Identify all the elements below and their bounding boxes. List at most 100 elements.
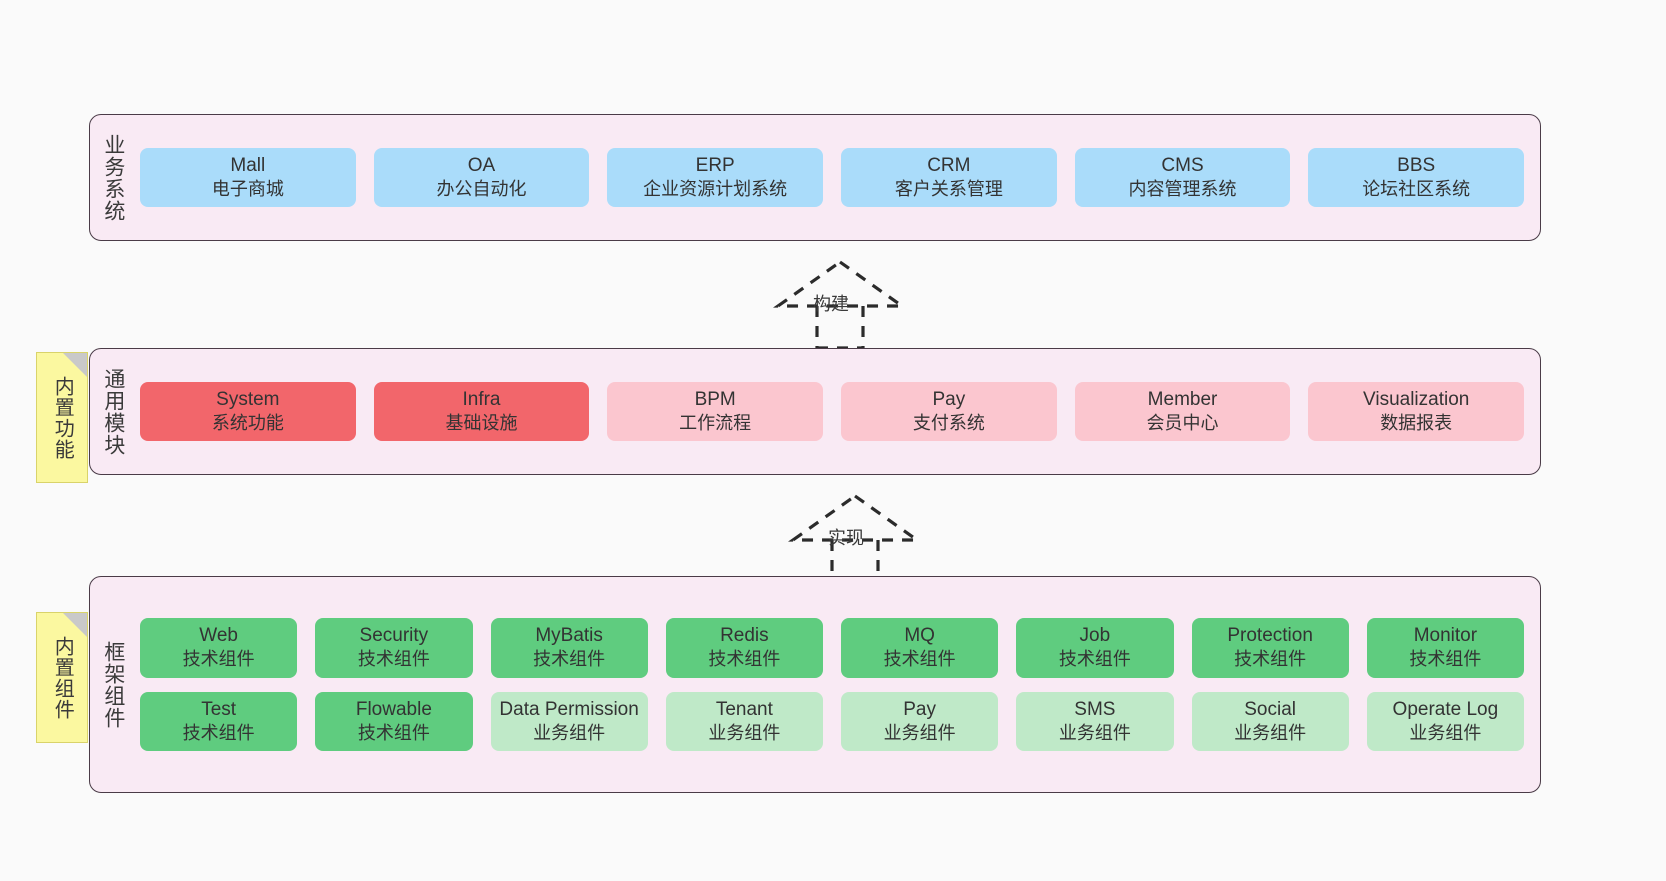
card-subtitle: 论坛社区系统 (1362, 179, 1471, 200)
card-subtitle: 内容管理系统 (1128, 179, 1237, 200)
card-operate-log[interactable]: Operate Log 业务组件 (1366, 691, 1524, 751)
connector-implement-label: 实现 (828, 528, 864, 548)
card-title: Job (1079, 625, 1111, 647)
card-subtitle: 技术组件 (357, 649, 430, 670)
card-subtitle: 业务组件 (708, 722, 781, 743)
card-title: Flowable (355, 698, 432, 720)
card-test[interactable]: Test 技术组件 (140, 691, 298, 751)
card-subtitle: 业务组件 (533, 722, 606, 743)
card-subtitle: 技术组件 (182, 649, 255, 670)
card-row: System 系统功能 Infra 基础设施 BPM 工作流程 Pay 支付系统… (140, 381, 1525, 442)
connector-build: 构建 (755, 258, 925, 350)
card-redis[interactable]: Redis 技术组件 (665, 618, 823, 678)
layer-common-module: 通用模块 System 系统功能 Infra 基础设施 BPM 工作流程 Pay… (89, 348, 1541, 475)
card-title: Social (1244, 698, 1296, 720)
card-title: Mall (230, 154, 266, 176)
card-title: Web (199, 625, 238, 647)
card-title: CMS (1161, 154, 1204, 176)
layer-framework-component-body: Web 技术组件 Security 技术组件 MyBatis 技术组件 Redi… (136, 577, 1540, 792)
card-title: BPM (694, 388, 736, 410)
connector-implement: 实现 (770, 492, 940, 584)
card-mybatis[interactable]: MyBatis 技术组件 (490, 618, 648, 678)
card-pay-component[interactable]: Pay 业务组件 (841, 691, 999, 751)
card-title: CRM (927, 154, 971, 176)
card-subtitle: 业务组件 (1234, 722, 1307, 743)
card-monitor[interactable]: Monitor 技术组件 (1366, 618, 1524, 678)
note-fold-icon (63, 613, 87, 637)
card-subtitle: 基础设施 (445, 413, 518, 434)
layer-business-system-title: 业务系统 (101, 133, 125, 222)
card-subtitle: 数据报表 (1380, 413, 1453, 434)
card-tenant[interactable]: Tenant 业务组件 (665, 691, 823, 751)
card-title: Security (359, 625, 429, 647)
card-data-permission[interactable]: Data Permission 业务组件 (490, 691, 648, 751)
card-flowable[interactable]: Flowable 技术组件 (315, 691, 473, 751)
card-oa[interactable]: OA 办公自动化 (373, 147, 590, 208)
card-title: Monitor (1413, 625, 1478, 647)
note-builtin-function: 内置功能 (36, 352, 88, 483)
card-crm[interactable]: CRM 客户关系管理 (841, 147, 1057, 208)
card-social[interactable]: Social 业务组件 (1191, 691, 1349, 751)
note-fold-icon (63, 353, 87, 377)
card-title: Tenant (715, 698, 773, 720)
card-web[interactable]: Web 技术组件 (140, 618, 298, 678)
card-row: Web 技术组件 Security 技术组件 MyBatis 技术组件 Redi… (140, 618, 1524, 678)
card-title: Member (1147, 388, 1218, 410)
card-visualization[interactable]: Visualization 数据报表 (1308, 381, 1525, 442)
card-sms[interactable]: SMS 业务组件 (1016, 691, 1174, 751)
layer-framework-component-title: 框架组件 (101, 640, 125, 729)
card-subtitle: 技术组件 (1234, 649, 1307, 670)
card-mq[interactable]: MQ 技术组件 (841, 618, 999, 678)
card-security[interactable]: Security 技术组件 (315, 618, 473, 678)
card-subtitle: 技术组件 (357, 722, 430, 743)
card-title: Infra (462, 388, 501, 410)
card-subtitle: 系统功能 (211, 413, 284, 434)
card-title: MQ (904, 625, 935, 647)
card-subtitle: 技术组件 (883, 649, 956, 670)
card-subtitle: 业务组件 (1409, 722, 1482, 743)
card-row: Mall 电子商城 OA 办公自动化 ERP 企业资源计划系统 CRM 客户关系… (140, 147, 1525, 208)
layer-common-module-title: 通用模块 (101, 367, 125, 456)
card-mall[interactable]: Mall 电子商城 (140, 147, 356, 208)
card-title: Operate Log (1392, 698, 1499, 720)
card-title: Visualization (1363, 388, 1470, 410)
card-title: ERP (695, 154, 735, 176)
connector-build-label: 构建 (813, 294, 849, 314)
card-protection[interactable]: Protection 技术组件 (1191, 618, 1349, 678)
card-subtitle: 支付系统 (912, 413, 985, 434)
card-title: Pay (932, 388, 966, 410)
note-builtin-function-label: 内置功能 (51, 375, 74, 460)
card-title: SMS (1074, 698, 1116, 720)
card-job[interactable]: Job 技术组件 (1016, 618, 1174, 678)
card-title: MyBatis (535, 625, 603, 647)
card-pay-module[interactable]: Pay 支付系统 (841, 381, 1057, 442)
card-subtitle: 工作流程 (679, 413, 752, 434)
note-builtin-component: 内置组件 (36, 612, 88, 743)
card-title: Test (201, 698, 237, 720)
card-subtitle: 技术组件 (533, 649, 606, 670)
layer-common-module-body: System 系统功能 Infra 基础设施 BPM 工作流程 Pay 支付系统… (136, 349, 1540, 474)
card-member[interactable]: Member 会员中心 (1074, 381, 1291, 442)
card-title: OA (467, 154, 496, 176)
layer-business-system-body: Mall 电子商城 OA 办公自动化 ERP 企业资源计划系统 CRM 客户关系… (136, 115, 1540, 240)
card-subtitle: 技术组件 (1058, 649, 1131, 670)
card-title: System (216, 388, 280, 410)
card-title: Data Permission (499, 698, 639, 720)
layer-business-system: 业务系统 Mall 电子商城 OA 办公自动化 ERP 企业资源计划系统 CRM… (89, 114, 1541, 241)
card-system[interactable]: System 系统功能 (140, 381, 356, 442)
card-erp[interactable]: ERP 企业资源计划系统 (607, 147, 824, 208)
card-row: Test 技术组件 Flowable 技术组件 Data Permission … (140, 691, 1524, 751)
card-subtitle: 业务组件 (1058, 722, 1131, 743)
card-title: Redis (720, 625, 769, 647)
card-cms[interactable]: CMS 内容管理系统 (1074, 147, 1291, 208)
card-title: Pay (903, 698, 936, 720)
card-subtitle: 客户关系管理 (894, 179, 1003, 200)
card-bpm[interactable]: BPM 工作流程 (607, 381, 824, 442)
card-subtitle: 技术组件 (182, 722, 255, 743)
card-bbs[interactable]: BBS 论坛社区系统 (1308, 147, 1525, 208)
card-subtitle: 企业资源计划系统 (643, 179, 788, 200)
card-subtitle: 业务组件 (883, 722, 956, 743)
card-infra[interactable]: Infra 基础设施 (373, 381, 590, 442)
note-builtin-component-label: 内置组件 (51, 635, 74, 720)
